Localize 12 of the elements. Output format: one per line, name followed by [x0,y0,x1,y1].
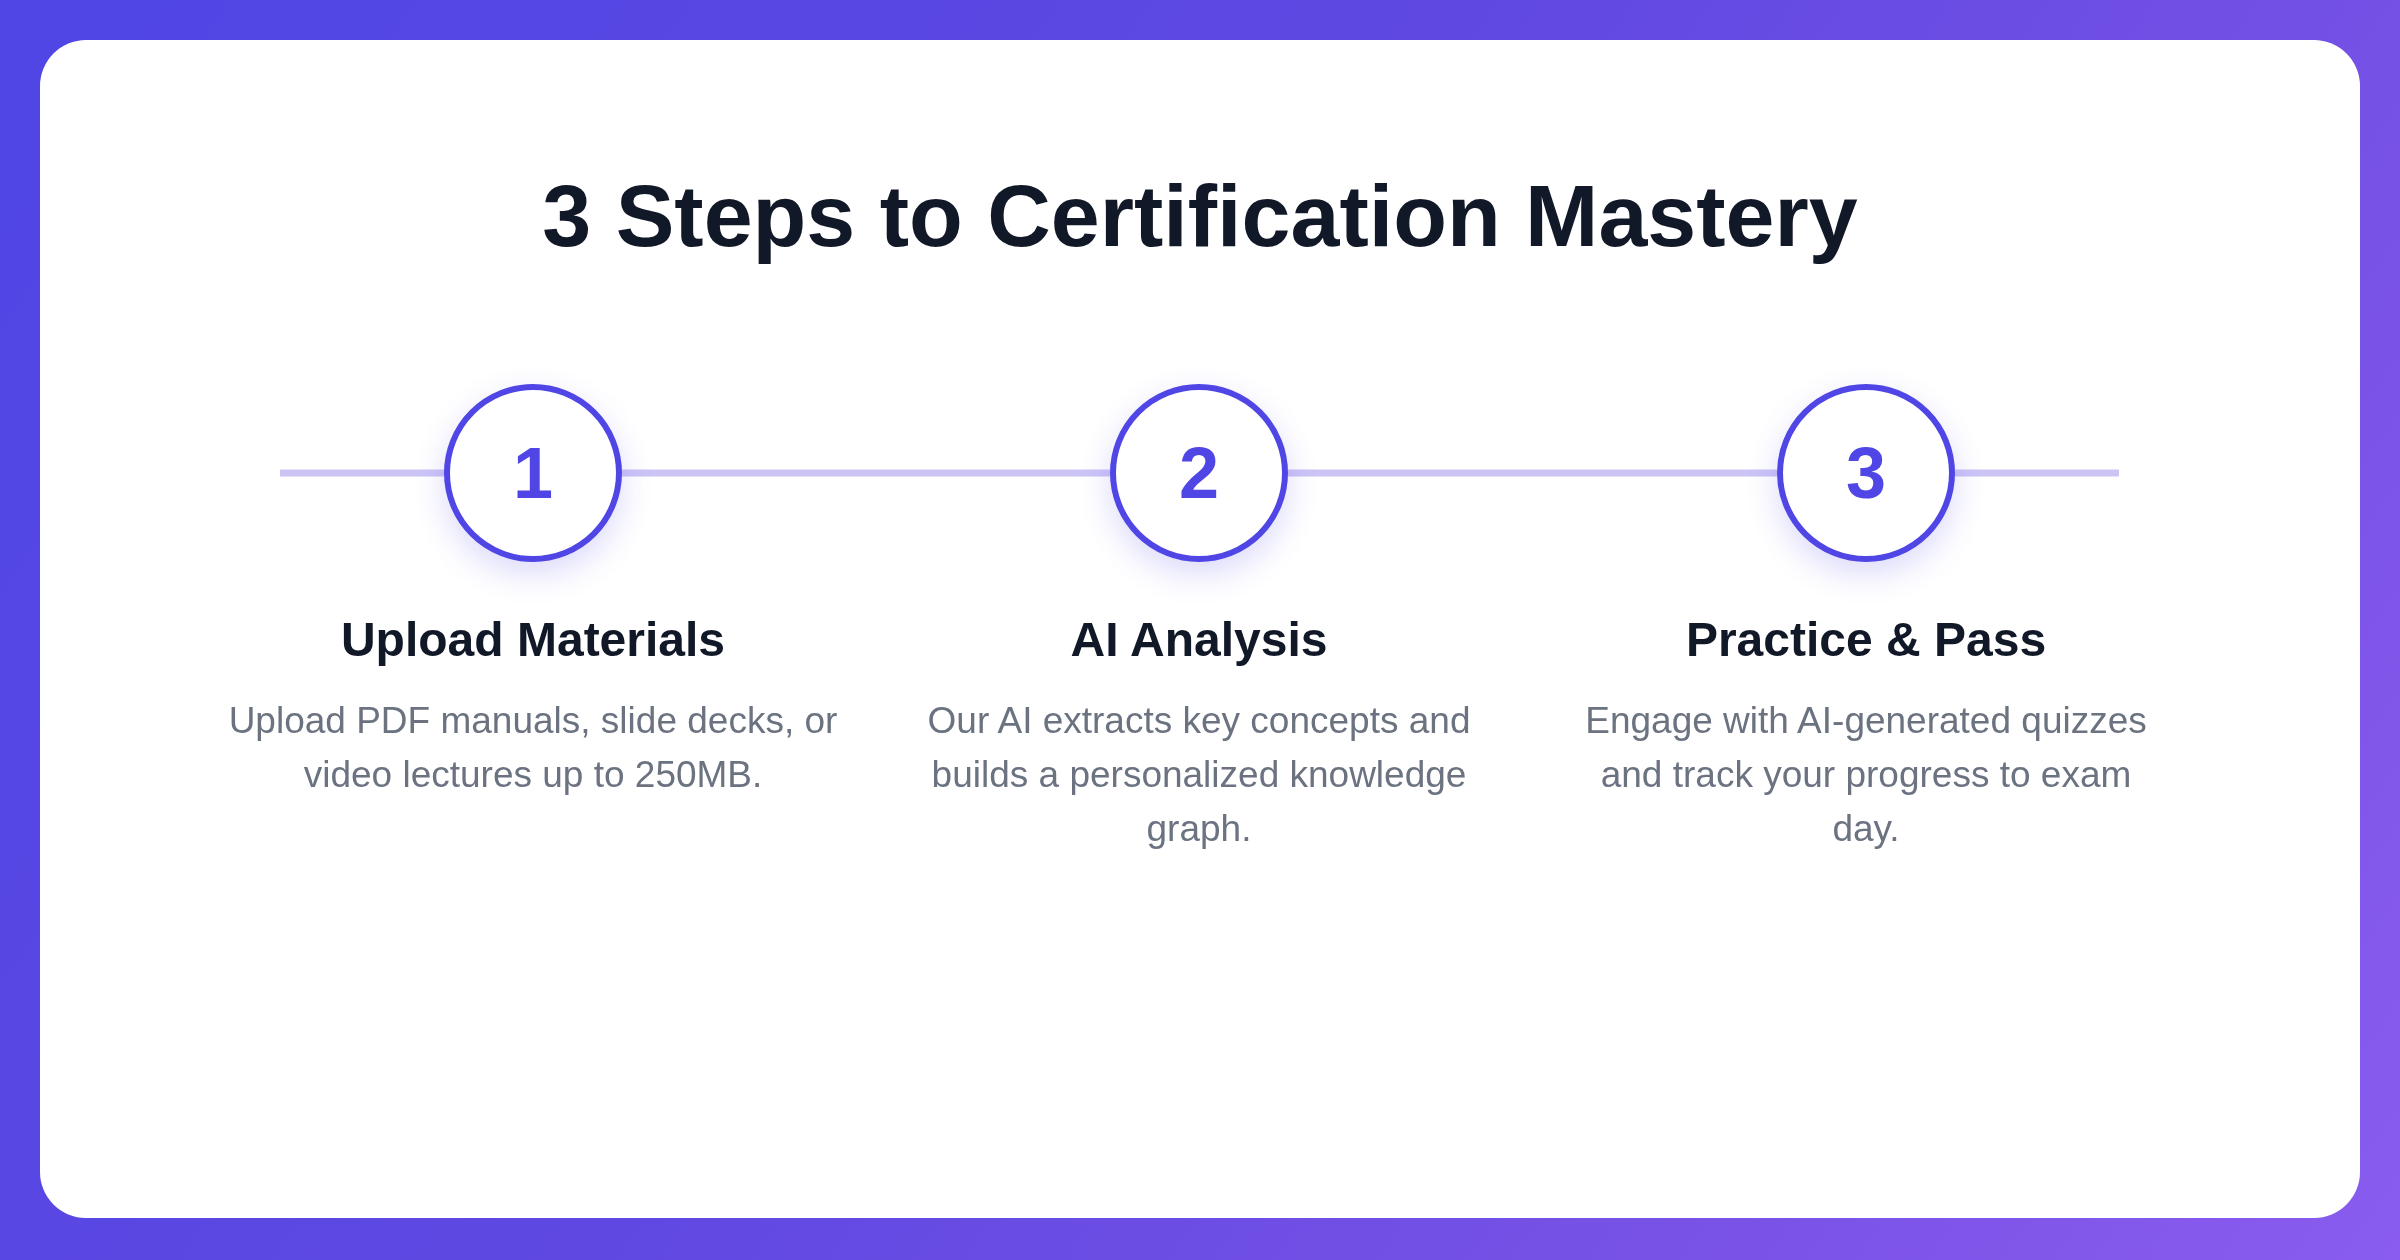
step-description: Upload PDF manuals, slide decks, or video lectures up to 250MB. [227,698,839,797]
connector-line [1288,469,1777,477]
step-heading: Upload Materials [340,612,726,668]
title: 3 Steps to Certification Mastery [541,165,1859,267]
step-heading: AI Analysis [1070,612,1328,668]
step-description: Our AI extracts key concepts and builds a personalized knowledge graph. [926,698,1472,851]
connector-line [622,469,1110,477]
step-heading: Practice & Pass [1685,612,2047,668]
step-description: Engage with AI-generated quizzes and track your progress to exam day. [1584,698,2148,851]
step-number: 3 [1845,437,1886,509]
step-number: 1 [512,437,553,509]
step-number: 2 [1178,437,1219,509]
